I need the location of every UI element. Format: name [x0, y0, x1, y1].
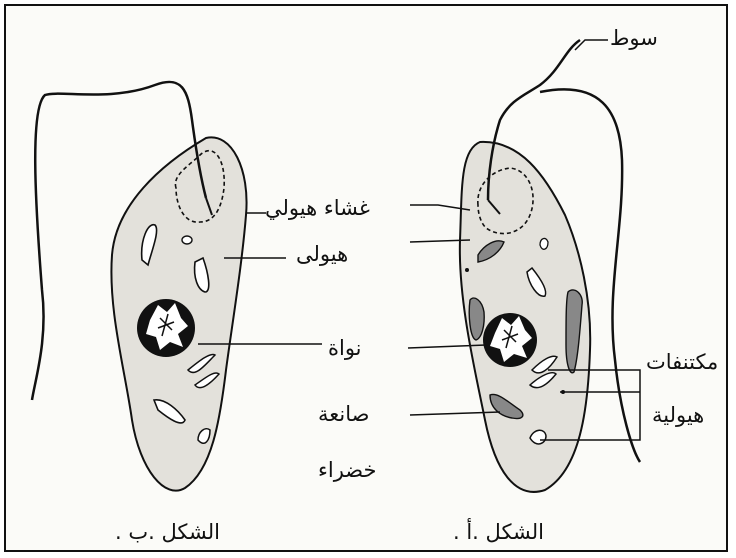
label-chloroplast-line1: صانعة: [318, 404, 369, 425]
caption-figure-b-text: الشكل .ب .: [115, 520, 220, 544]
cell-b: [32, 82, 247, 491]
label-contractile-line2: هيولية: [652, 405, 704, 426]
caption-figure-a-text: الشكل .أ .: [453, 520, 544, 544]
label-nucleus: نواة: [328, 338, 362, 359]
cell-a-granule: [465, 268, 469, 272]
cell-a-paramylon-1: [540, 238, 548, 249]
cell-a: [460, 40, 640, 492]
label-cell-membrane: غشاء هيولي: [265, 198, 370, 219]
label-chloroplast-line2: خضراء: [318, 460, 377, 481]
cell-b-eyespot: [182, 236, 192, 244]
caption-figure-b: الشكل .ب .: [115, 522, 220, 543]
label-cytoplasm: هيولى: [296, 244, 348, 265]
label-contractile-line1: مكتنفات: [646, 352, 718, 373]
cell-a-chloroplast-2: [469, 298, 484, 340]
label-flagellum: سوط: [610, 28, 658, 49]
caption-figure-a: الشكل .أ .: [453, 522, 544, 543]
